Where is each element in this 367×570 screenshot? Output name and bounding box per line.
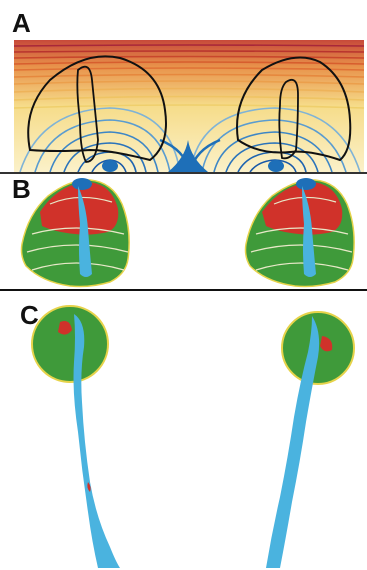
elongated-region-diagram: [0, 292, 367, 570]
left-source-spot: [102, 160, 118, 172]
contour-field-diagram: [0, 0, 367, 175]
panel-b: B: [0, 174, 367, 292]
left-region-shape: [22, 178, 130, 287]
region-map-diagram: [0, 174, 367, 292]
divider-b-c: [0, 289, 367, 291]
left-elongated-shape: [32, 306, 120, 568]
right-elongated-shape: [266, 312, 354, 568]
panel-c: C: [0, 292, 367, 570]
panel-a: A: [0, 0, 367, 175]
right-source-spot: [268, 160, 284, 172]
right-region-shape: [246, 178, 355, 287]
